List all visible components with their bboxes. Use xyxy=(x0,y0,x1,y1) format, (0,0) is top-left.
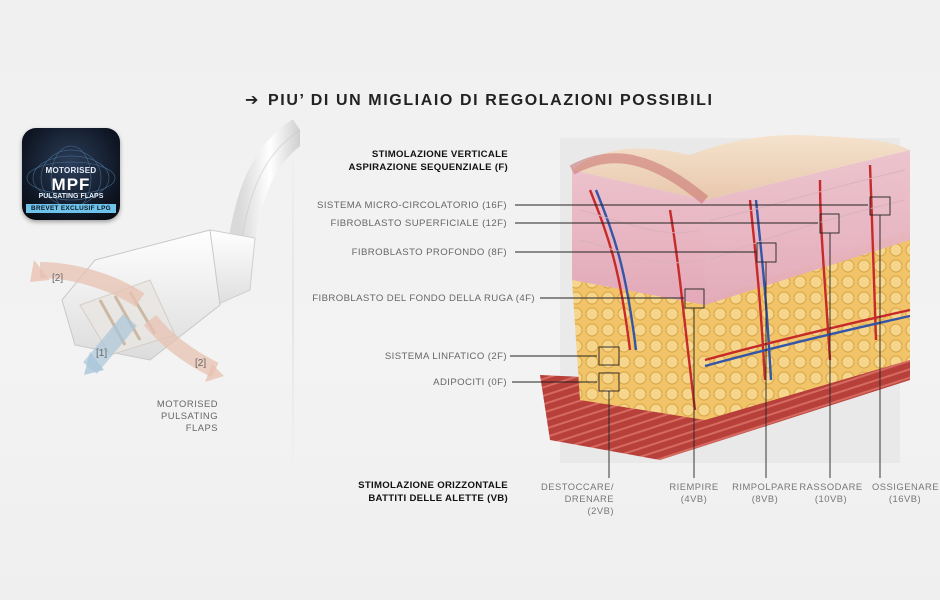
action-firm-line-1: RASSODARE xyxy=(799,481,863,492)
action-fill: RIEMPIRE (4VB) xyxy=(664,481,724,505)
arrow-label-1: [1] xyxy=(96,348,108,359)
arrow-flap-2 xyxy=(143,314,219,378)
horizontal-title-line-2: BATTITI DELLE ALETTE (VB) xyxy=(368,493,508,504)
action-fill-line-2: (4VB) xyxy=(680,493,708,504)
arrow-suction xyxy=(83,314,137,374)
arrow-right-icon: ➔ xyxy=(245,92,261,109)
action-plump: RIMPOLPARE (8VB) xyxy=(730,481,800,505)
layer-label-wrinkle-fibroblast: FIBROBLASTO DEL FONDO DELLA RUGA (4F) xyxy=(312,293,535,304)
vertical-title-line-2: ASPIRAZIONE SEQUENZIALE (F) xyxy=(348,162,508,173)
badge-line-1: MOTORISED xyxy=(45,166,97,175)
device-caption-line-3: FLAPS xyxy=(185,422,218,433)
action-destock-line-3: (2VB) xyxy=(587,505,614,516)
arrow-flap-1 xyxy=(39,262,145,307)
action-oxygenate-line-2: (16VB) xyxy=(888,493,922,504)
fat-front xyxy=(572,280,705,420)
page-title-text: PIU’ DI UN MIGLIAIO DI REGOLAZIONI POSSI… xyxy=(268,92,714,109)
action-destock: DESTOCCARE/ DRENARE (2VB) xyxy=(540,481,614,517)
layer-label-microcirculation: SISTEMA MICRO-CIRCOLATORIO (16F) xyxy=(317,200,507,211)
horizontal-title-line-1: STIMOLAZIONE ORIZZONTALE xyxy=(358,480,508,491)
device-caption-line-1: MOTORISED xyxy=(156,398,218,409)
device-caption-line-2: PULSATING xyxy=(161,410,218,421)
arrow-label-2-bottom: [2] xyxy=(195,358,207,369)
badge-patent: BREVET EXCLUSIF LPG xyxy=(26,204,116,213)
device-caption: MOTORISED PULSATING FLAPS xyxy=(150,398,218,434)
action-firm-line-2: (10VB) xyxy=(814,493,848,504)
action-destock-line-2: DRENARE xyxy=(564,493,614,504)
epidermis-top xyxy=(572,134,910,200)
mpf-badge: MOTORISED MPF PULSATING FLAPS BREVET EXC… xyxy=(22,128,120,220)
layer-label-lymphatic: SISTEMA LINFATICO (2F) xyxy=(384,351,507,362)
action-plump-line-1: RIMPOLPARE xyxy=(732,481,798,492)
action-oxygenate: OSSIGENARE (16VB) xyxy=(872,481,939,505)
action-fill-line-1: RIEMPIRE xyxy=(669,481,719,492)
arrow-label-2-top: [2] xyxy=(52,273,64,284)
vertical-title-line-1: STIMOLAZIONE VERTICALE xyxy=(371,149,508,160)
divider xyxy=(292,140,294,480)
device-illustration xyxy=(30,120,300,382)
badge-logo: MPF xyxy=(51,175,91,194)
action-firm: RASSODARE (10VB) xyxy=(798,481,864,505)
skin-cross-section xyxy=(540,134,911,463)
action-destock-line-1: DESTOCCARE/ xyxy=(540,481,614,492)
layer-label-adipocytes: ADIPOCITI (0F) xyxy=(433,377,507,388)
page-title: ➔ PIU’ DI UN MIGLIAIO DI REGOLAZIONI POSS… xyxy=(245,90,714,110)
vertical-stimulation-title: STIMOLAZIONE VERTICALE ASPIRAZIONE SEQUE… xyxy=(349,148,508,174)
action-oxygenate-line-1: OSSIGENARE xyxy=(872,481,939,492)
layer-label-deep-fibroblast: FIBROBLASTO PROFONDO (8F) xyxy=(351,247,507,258)
action-plump-line-2: (8VB) xyxy=(751,493,779,504)
dermis-front xyxy=(572,170,705,305)
vessels xyxy=(588,164,911,411)
badge-line-3: PULSATING FLAPS xyxy=(38,193,104,200)
fat-side xyxy=(705,230,910,420)
horizontal-stimulation-title: STIMOLAZIONE ORIZZONTALE BATTITI DELLE A… xyxy=(358,479,508,505)
layer-label-superficial-fibroblast: FIBROBLASTO SUPERFICIALE (12F) xyxy=(330,218,507,229)
